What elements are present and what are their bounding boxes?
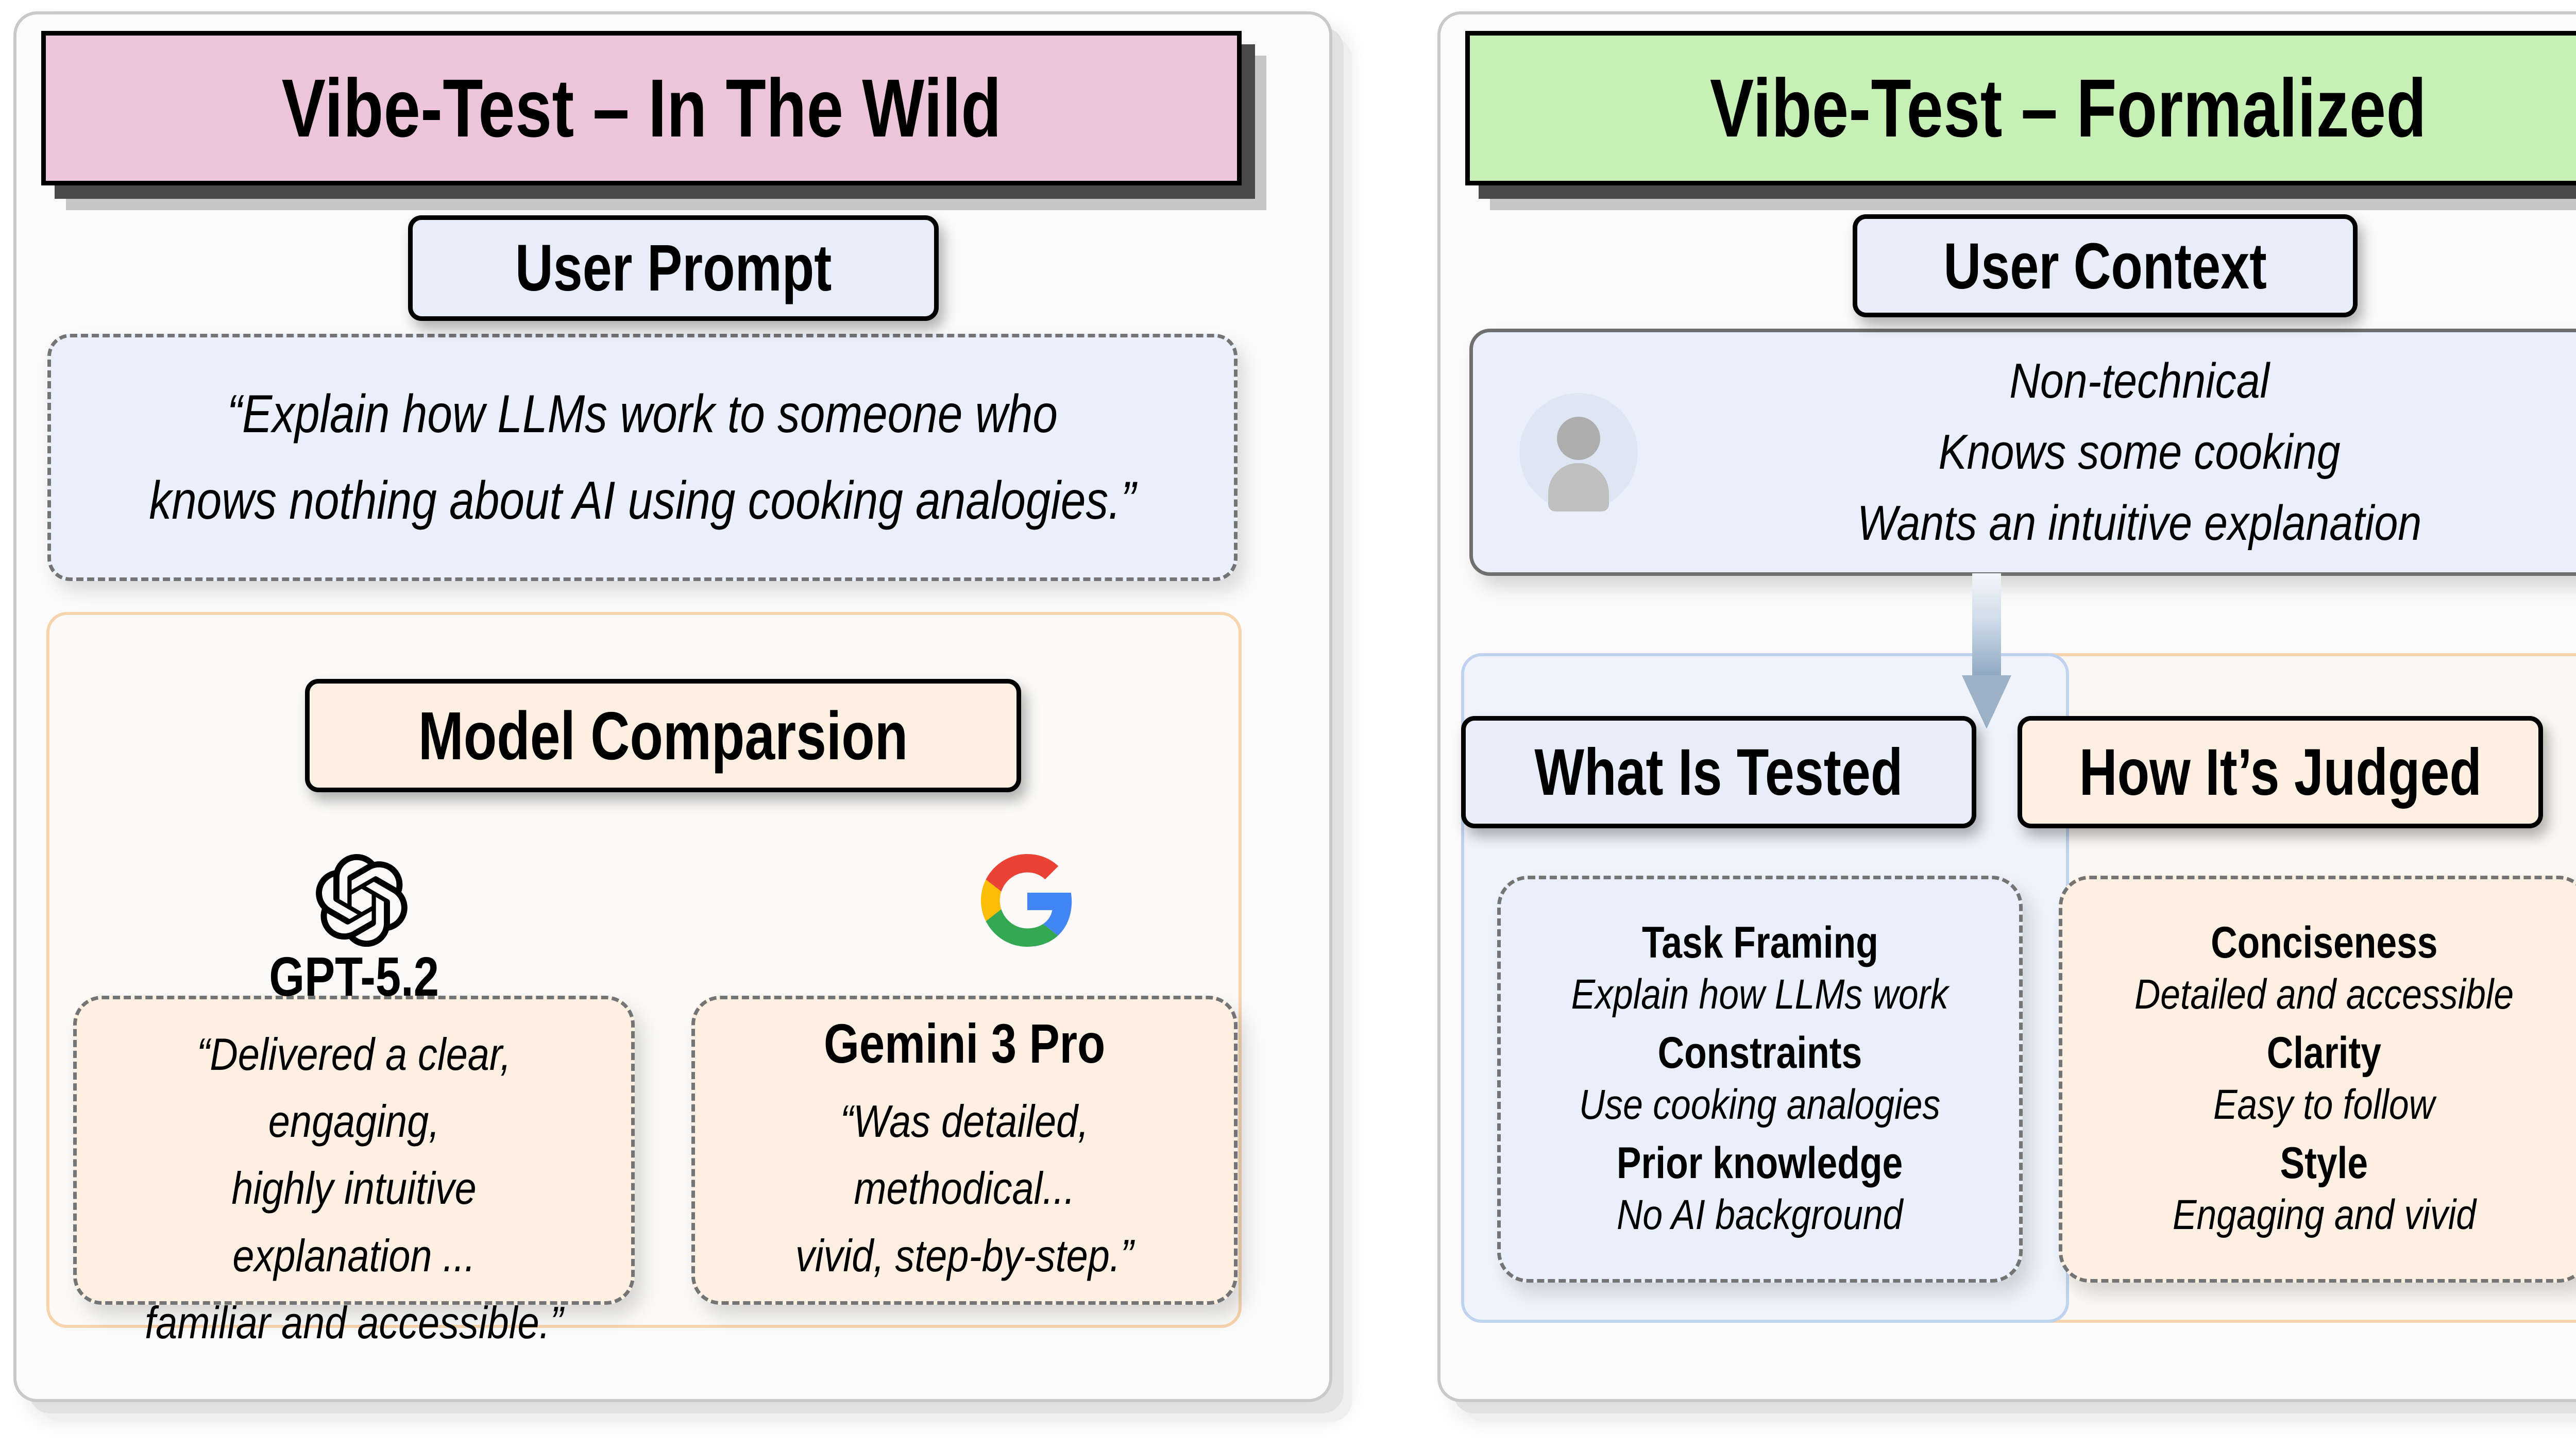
model-card-gpt-quote-line-1: “Delivered a clear, engaging,: [197, 1028, 511, 1147]
user-context-line-3: Wants an intuitive explanation: [1857, 496, 2422, 551]
user-context-line-1: Non-technical: [2009, 353, 2269, 408]
user-prompt-quote: “Explain how LLMs work to someone who kn…: [149, 371, 1136, 544]
user-context-line-2: Knows some cooking: [1938, 424, 2341, 480]
panel-formalized: Vibe-Test – Formalized User Context Non-…: [1437, 11, 2576, 1402]
banner-in-the-wild-title: Vibe-Test – In The Wild: [281, 62, 1002, 154]
user-prompt-quote-line-2: knows nothing about AI using cooking ana…: [149, 471, 1136, 531]
judged-sub-3: Engaging and vivid: [2172, 1191, 2476, 1238]
avatar-head: [1557, 417, 1600, 460]
model-card-gemini-name: Gemini 3 Pro: [823, 1012, 1106, 1075]
banner-formalized: Vibe-Test – Formalized: [1465, 31, 2576, 185]
tested-sub-2: Use cooking analogies: [1579, 1081, 1941, 1128]
model-card-gpt: GPT-5.2 “Delivered a clear, engaging, hi…: [73, 945, 635, 1348]
label-what-is-tested-text: What Is Tested: [1534, 735, 1903, 809]
banner-formalized-title: Vibe-Test – Formalized: [1709, 62, 2427, 154]
label-how-its-judged-text: How It’s Judged: [2079, 735, 2482, 809]
model-card-gpt-quote: “Delivered a clear, engaging, highly int…: [133, 1021, 575, 1356]
label-model-comparison: Model Comparsion: [305, 679, 1021, 792]
user-context-box: Non-technical Knows some cooking Wants a…: [1469, 329, 2576, 576]
label-user-context: User Context: [1853, 214, 2358, 317]
model-card-gpt-name: GPT-5.2: [269, 945, 439, 1008]
label-what-is-tested: What Is Tested: [1461, 716, 1976, 828]
what-is-tested-card: Task Framing Explain how LLMs work Const…: [1497, 876, 2023, 1283]
model-card-gemini-quote-line-2: vivid, step-by-step.”: [795, 1230, 1134, 1281]
openai-logo: [315, 854, 408, 947]
model-card-gpt-quote-line-3: familiar and accessible.”: [145, 1297, 563, 1348]
model-card-gemini-quote: “Was detailed, methodical... vivid, step…: [751, 1088, 1179, 1289]
model-card-gemini: Gemini 3 Pro “Was detailed, methodical..…: [691, 996, 1238, 1305]
model-card-gpt-quote-line-2: highly intuitive explanation ...: [231, 1163, 477, 1281]
label-user-prompt-text: User Prompt: [515, 231, 832, 305]
how-its-judged-card: Conciseness Detailed and accessible Clar…: [2059, 876, 2576, 1283]
user-prompt-quote-box: “Explain how LLMs work to someone who kn…: [47, 334, 1238, 581]
arrow-shaft: [1972, 573, 2001, 676]
label-model-comparison-text: Model Comparsion: [418, 697, 908, 774]
tested-sub-3: No AI background: [1617, 1191, 1903, 1238]
user-prompt-quote-line-1: “Explain how LLMs work to someone who: [227, 384, 1058, 444]
panel-in-the-wild: Vibe-Test – In The Wild User Prompt “Exp…: [13, 11, 1332, 1402]
user-context-lines: Non-technical Knows some cooking Wants a…: [1724, 346, 2576, 559]
judged-sub-2: Easy to follow: [2213, 1081, 2435, 1128]
tested-sub-1: Explain how LLMs work: [1571, 971, 1949, 1018]
model-card-gemini-quote-line-1: “Was detailed, methodical...: [840, 1096, 1089, 1214]
label-user-context-text: User Context: [1943, 229, 2267, 302]
banner-in-the-wild: Vibe-Test – In The Wild: [41, 31, 1242, 185]
judged-sub-1: Detailed and accessible: [2134, 971, 2514, 1018]
avatar-body: [1548, 463, 1609, 512]
tested-head-2: Constraints: [1657, 1028, 1862, 1078]
judged-head-1: Conciseness: [2210, 918, 2438, 968]
tested-head-1: Task Framing: [1641, 918, 1878, 968]
judged-head-3: Style: [2280, 1138, 2368, 1188]
google-logo: [981, 854, 1074, 947]
tested-head-3: Prior knowledge: [1617, 1138, 1903, 1188]
user-avatar-icon: [1519, 393, 1638, 512]
arrow-to-what-is-tested: [1962, 573, 2011, 729]
label-how-its-judged: How It’s Judged: [2018, 716, 2543, 828]
judged-head-2: Clarity: [2266, 1028, 2382, 1078]
label-user-prompt: User Prompt: [408, 215, 939, 321]
